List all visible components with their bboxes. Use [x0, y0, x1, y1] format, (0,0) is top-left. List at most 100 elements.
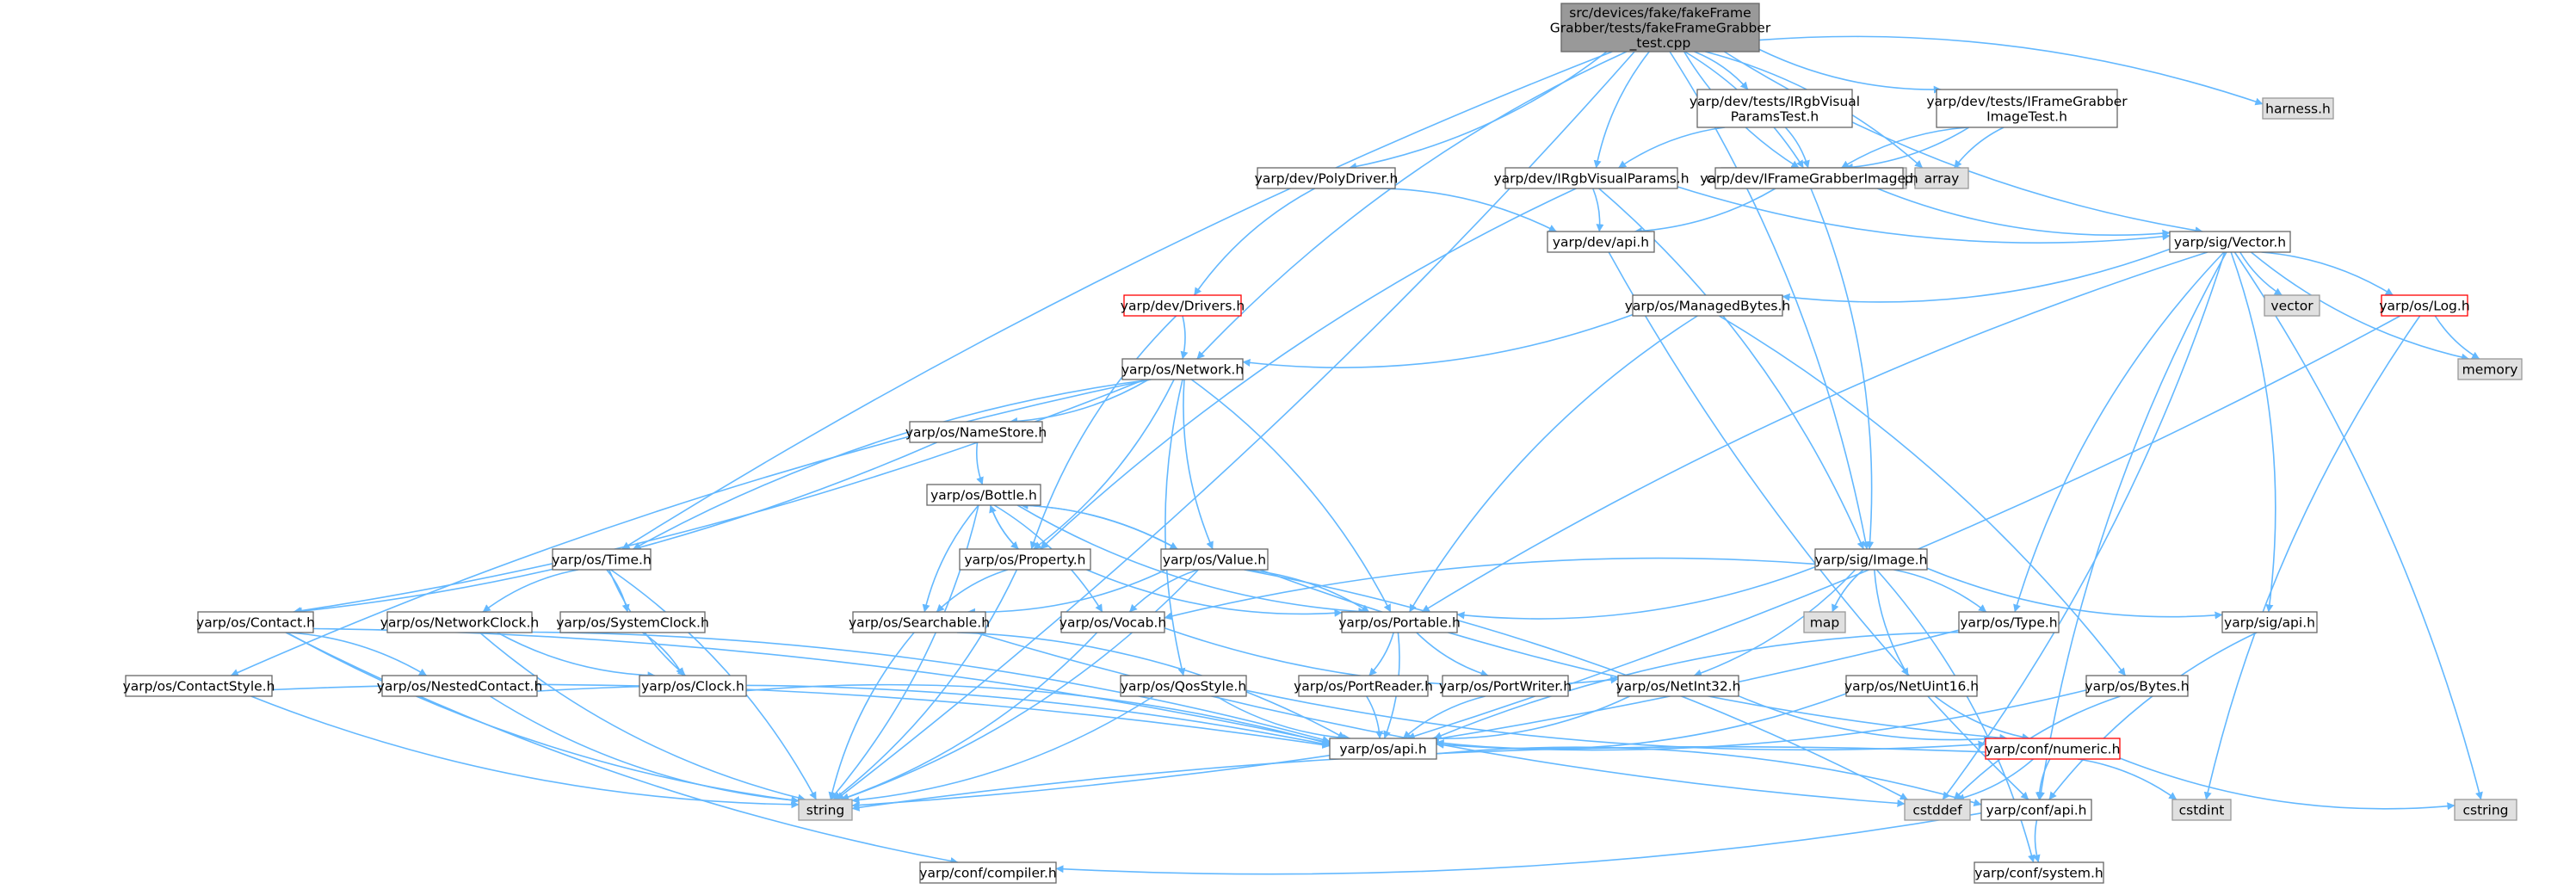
edge-irgbtest-to-irgbvp [1618, 127, 1726, 169]
node-box [1257, 167, 1396, 189]
node-label: yarp/os/Portable.h [1338, 615, 1461, 631]
edge-networkclock-to-clock [497, 632, 656, 680]
node-label: yarp/os/NameStore.h [905, 425, 1047, 441]
node-label: yarp/os/Vocab.h [1059, 615, 1166, 631]
node-box [1814, 548, 1928, 571]
edge-vocab-to-string [840, 632, 1098, 801]
node-managedbytes[interactable]: yarp/os/ManagedBytes.h [1625, 294, 1791, 317]
node-netint32[interactable]: yarp/os/NetInt32.h [1615, 675, 1741, 697]
edge-bytes-to-osapi [1436, 689, 2087, 751]
node-clock[interactable]: yarp/os/Clock.h [639, 675, 747, 697]
node-bytes[interactable]: yarp/os/Bytes.h [2085, 675, 2190, 697]
node-box [1980, 799, 2092, 821]
node-drivers[interactable]: yarp/dev/Drivers.h [1121, 294, 1245, 317]
node-box [1958, 611, 2060, 633]
node-cstdint: cstdint [2171, 799, 2232, 821]
node-numeric[interactable]: yarp/conf/numeric.h [1985, 738, 2121, 760]
node-compiler[interactable]: yarp/conf/compiler.h [919, 861, 1057, 884]
edge-contact-to-string [287, 632, 800, 805]
node-label: cstddef [1912, 803, 1962, 818]
node-label: src/devices/fake/fakeFrame [1569, 5, 1751, 21]
node-portreader[interactable]: yarp/os/PortReader.h [1294, 675, 1433, 697]
node-property[interactable]: yarp/os/Property.h [959, 548, 1091, 571]
node-sigimage[interactable]: yarp/sig/Image.h [1814, 548, 1928, 571]
edge-bottle-to-string [830, 504, 979, 800]
node-qosstyle[interactable]: yarp/os/QosStyle.h [1120, 675, 1247, 697]
node-label: yarp/os/Property.h [964, 553, 1085, 568]
edge-root-to-time [621, 51, 1613, 550]
node-box [2262, 97, 2334, 120]
node-box [1123, 294, 1242, 317]
node-contact[interactable]: yarp/os/Contact.h [196, 611, 315, 633]
node-label: array [1924, 171, 1960, 187]
node-box [1560, 3, 1760, 52]
node-root[interactable]: src/devices/fake/fakeFrameGrabber/tests/… [1550, 3, 1771, 52]
node-box [1617, 675, 1739, 697]
node-netuint16[interactable]: yarp/os/NetUint16.h [1844, 675, 1979, 697]
edge-netuint16-to-numeric [1934, 695, 2030, 741]
node-nestedcontact[interactable]: yarp/os/NestedContact.h [377, 675, 543, 697]
node-box [2454, 799, 2517, 821]
node-box [1696, 89, 1853, 128]
node-irgbvp[interactable]: yarp/dev/IRgbVisualParams.h [1493, 167, 1690, 189]
node-ifgimage[interactable]: yarp/dev/IFrameGrabberImage.h [1700, 167, 1918, 189]
node-portwriter[interactable]: yarp/os/PortWriter.h [1439, 675, 1572, 697]
node-label: yarp/os/QosStyle.h [1121, 679, 1246, 695]
node-label: yarp/os/Type.h [1960, 615, 2057, 631]
node-box [1904, 799, 1971, 821]
node-vocab[interactable]: yarp/os/Vocab.h [1059, 611, 1166, 633]
edge-vector-to-cstring [2233, 251, 2483, 800]
node-confapi[interactable]: yarp/conf/api.h [1980, 799, 2092, 821]
node-vector[interactable]: yarp/sig/Vector.h [2169, 231, 2291, 253]
node-box [639, 675, 747, 697]
edge-vector-to-type [2013, 251, 2225, 613]
node-box [1845, 675, 1978, 697]
node-box [197, 611, 314, 633]
node-sigapi[interactable]: yarp/sig/api.h [2221, 611, 2318, 633]
node-networkclock[interactable]: yarp/os/NetworkClock.h [380, 611, 539, 633]
edge-managedbytes-to-portable [1409, 315, 1698, 613]
node-portable[interactable]: yarp/os/Portable.h [1338, 611, 1461, 633]
node-box [926, 484, 1041, 506]
node-log[interactable]: yarp/os/Log.h [2379, 294, 2470, 317]
node-label: map [1810, 615, 1839, 631]
node-type[interactable]: yarp/os/Type.h [1958, 611, 2060, 633]
edge-drivers-to-network [1180, 315, 1189, 360]
edge-ifgimage-to-devapi [1634, 188, 1776, 235]
node-label: yarp/os/SystemClock.h [556, 615, 709, 631]
edge-value-to-cstddef [1244, 569, 1908, 800]
edge-root-to-ifgtest [1758, 48, 1942, 94]
node-system[interactable]: yarp/conf/system.h [1974, 861, 2104, 884]
edge-managedbytes-to-network [1242, 313, 1634, 368]
edge-irgbvp-to-vector [1677, 186, 2171, 244]
node-box [1974, 861, 2104, 884]
node-namestore[interactable]: yarp/os/NameStore.h [905, 421, 1047, 443]
edge-devapi-to-confapi [1608, 251, 2029, 800]
node-box [552, 548, 652, 571]
node-systemclock[interactable]: yarp/os/SystemClock.h [556, 611, 709, 633]
node-cstring: cstring [2454, 799, 2517, 821]
node-layer: src/devices/fake/fakeFrameGrabber/tests/… [123, 3, 2523, 884]
node-box [852, 611, 986, 633]
node-label: yarp/sig/Image.h [1815, 553, 1928, 568]
node-network[interactable]: yarp/os/Network.h [1121, 358, 1244, 380]
node-searchable[interactable]: yarp/os/Searchable.h [849, 611, 990, 633]
node-bottle[interactable]: yarp/os/Bottle.h [926, 484, 1041, 506]
node-label: yarp/os/NetInt32.h [1615, 679, 1740, 695]
node-contactstyle[interactable]: yarp/os/ContactStyle.h [123, 675, 275, 697]
edge-log-to-memory [2434, 315, 2480, 360]
edge-qosstyle-to-osapi [1215, 695, 1351, 742]
node-time[interactable]: yarp/os/Time.h [552, 548, 652, 571]
edge-ifgimage-to-sigimage [1810, 188, 1875, 550]
edge-network-to-qosstyle [1164, 379, 1186, 676]
node-value[interactable]: yarp/os/Value.h [1160, 548, 1269, 571]
edge-networkclock-to-osapi [531, 631, 1331, 744]
edge-vector-to-log [2261, 251, 2394, 296]
node-osapi[interactable]: yarp/os/api.h [1329, 738, 1437, 760]
edge-network-to-property [1033, 379, 1175, 550]
node-polydriver[interactable]: yarp/dev/PolyDriver.h [1255, 167, 1399, 189]
node-devapi[interactable]: yarp/dev/api.h [1547, 231, 1655, 253]
